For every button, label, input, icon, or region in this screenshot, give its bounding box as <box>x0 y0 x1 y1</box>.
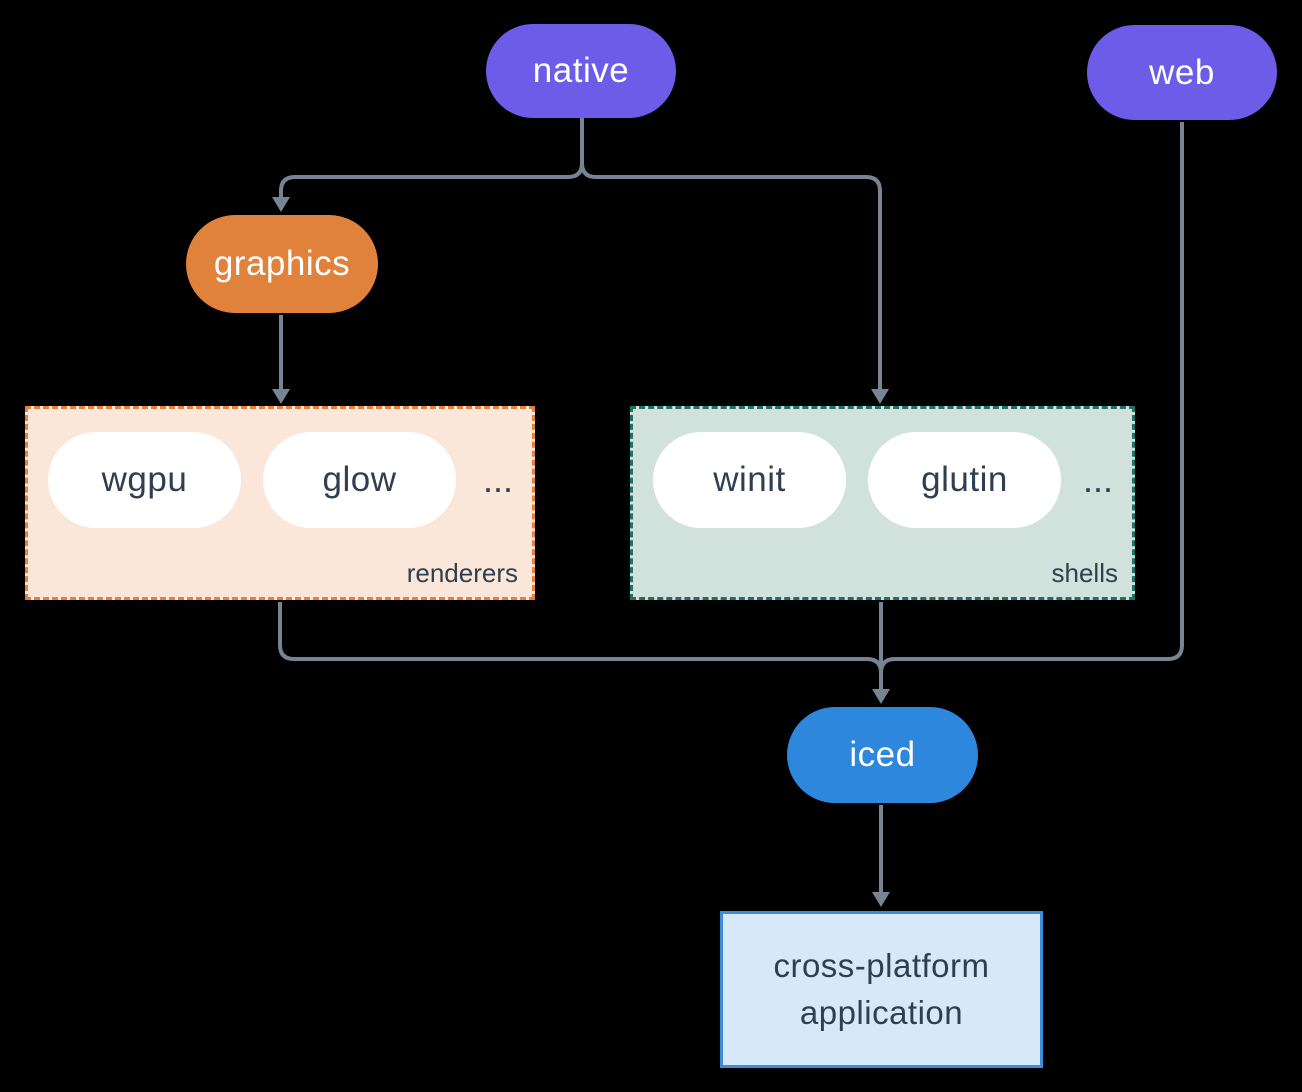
node-web-label: web <box>1149 52 1215 92</box>
node-native-label: native <box>532 51 630 90</box>
node-iced-label: iced <box>849 735 916 774</box>
node-iced: iced <box>787 707 978 803</box>
shells-group-label: shells <box>1051 558 1118 588</box>
node-graphics-label: graphics <box>213 244 351 283</box>
node-glow: glow <box>263 432 456 528</box>
arrowhead-graphics <box>272 197 290 212</box>
application-label-line2: application <box>799 993 964 1031</box>
node-winit: winit <box>653 432 846 528</box>
arrowhead-application <box>872 892 890 907</box>
group-shells: winit glutin ... shells <box>630 406 1135 600</box>
edge-renderers-iced <box>278 602 883 674</box>
node-glutin: glutin <box>868 432 1061 528</box>
shells-ellipsis: ... <box>1083 459 1114 500</box>
node-graphics: graphics <box>186 215 378 313</box>
renderers-ellipsis: ... <box>483 459 514 500</box>
node-glow-label: glow <box>322 460 397 499</box>
node-glutin-label: glutin <box>921 460 1008 499</box>
arrowhead-shells <box>871 389 889 404</box>
group-renderers: wgpu glow ... renderers <box>25 406 535 600</box>
application-label-line1: cross-platform <box>773 947 990 985</box>
node-wgpu: wgpu <box>48 432 241 528</box>
arrowhead-renderers <box>272 389 290 404</box>
edge-native-graphics <box>279 118 584 198</box>
renderers-group-label: renderers <box>406 558 518 588</box>
node-wgpu-label: wgpu <box>101 460 188 499</box>
node-winit-label: winit <box>713 460 786 499</box>
arrowhead-iced <box>872 689 890 704</box>
node-native: native <box>486 24 676 118</box>
edge-native-shells <box>580 162 882 390</box>
node-web: web <box>1087 25 1277 120</box>
node-cross-platform-application: cross-platform application <box>720 911 1043 1068</box>
